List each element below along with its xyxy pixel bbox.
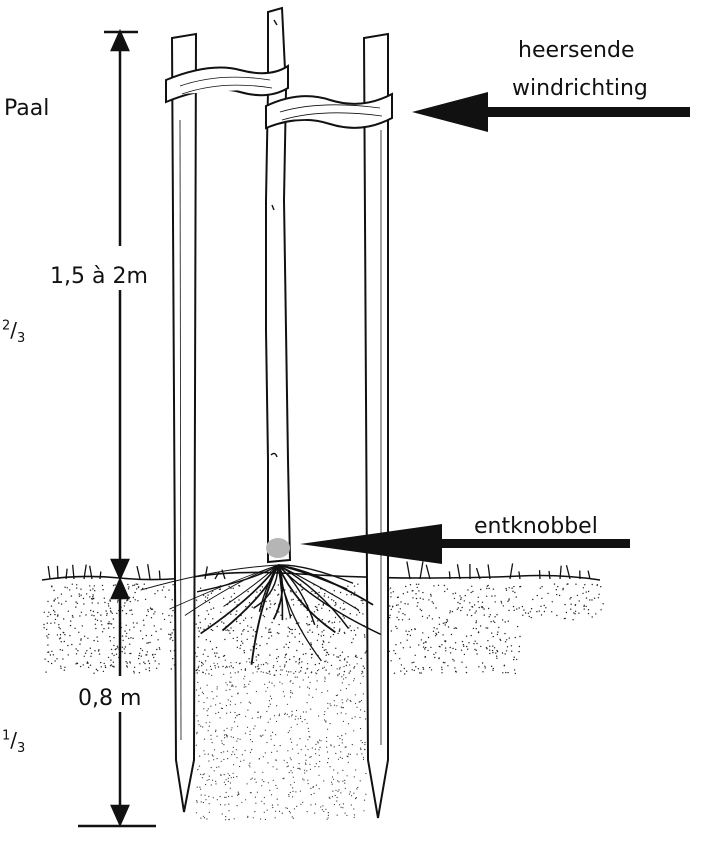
left-pole: [170, 32, 198, 813]
tree-roots: [140, 564, 381, 665]
one-third-label: 1/3: [2, 728, 26, 756]
depth-below-label: 0,8 m: [78, 686, 142, 711]
depth-dimension-line: [78, 576, 156, 828]
prevailing-wind-label-line1: heersende: [518, 38, 635, 63]
prevailing-wind-label-line2: windrichting: [512, 76, 648, 101]
tree-tie-right: [265, 92, 393, 130]
height-above-label: 1,5 à 2m: [50, 264, 148, 289]
pole-label: Paal: [4, 96, 50, 121]
grass-tufts: [47, 561, 591, 580]
two-thirds-denominator: 3: [17, 331, 26, 346]
one-third-numerator: 1: [2, 728, 11, 744]
tree-tie-left: [165, 64, 289, 104]
wind-direction-arrow: [412, 92, 690, 132]
graft-union-arrow: [300, 524, 630, 564]
two-thirds-label: 2/3: [2, 318, 26, 346]
right-pole: [362, 32, 389, 819]
one-third-denominator: 3: [17, 741, 26, 756]
graft-union-spot: [266, 538, 290, 558]
graft-union-label: entknobbel: [474, 514, 598, 539]
two-thirds-numerator: 2: [2, 318, 11, 334]
height-dimension-line: [104, 28, 138, 582]
